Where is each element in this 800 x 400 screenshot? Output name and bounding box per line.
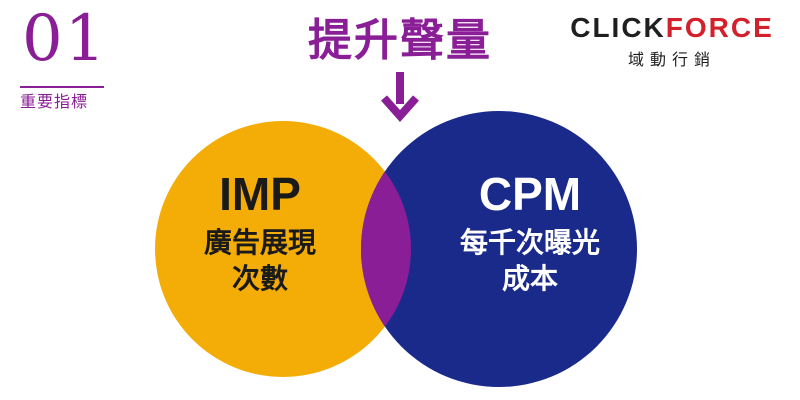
imp-description-line1: 廣告展現 xyxy=(203,227,316,258)
cpm-description-line2: 成本 xyxy=(501,263,558,294)
arrow-down-icon xyxy=(381,72,419,122)
brand-wordmark: CLICKFORCE xyxy=(560,12,784,44)
index-number: 01 xyxy=(22,2,108,76)
cpm-heading: CPM xyxy=(478,168,582,220)
venn-circle-cpm xyxy=(361,111,637,387)
cpm-description-line1: 每千次曝光 xyxy=(459,227,600,258)
index-divider xyxy=(20,86,104,88)
imp-heading: IMP xyxy=(219,168,301,220)
imp-description-line2: 次數 xyxy=(231,263,288,294)
brand-word-click: CLICK xyxy=(570,12,666,43)
brand-logo: CLICKFORCE 域動行銷 xyxy=(560,12,784,70)
brand-tagline: 域動行銷 xyxy=(627,50,716,69)
brand-word-force: FORCE xyxy=(665,12,774,43)
venn-circle-imp xyxy=(155,121,411,377)
index-label: 重要指標 xyxy=(20,92,89,111)
page-title: 提升聲量 xyxy=(308,15,492,66)
